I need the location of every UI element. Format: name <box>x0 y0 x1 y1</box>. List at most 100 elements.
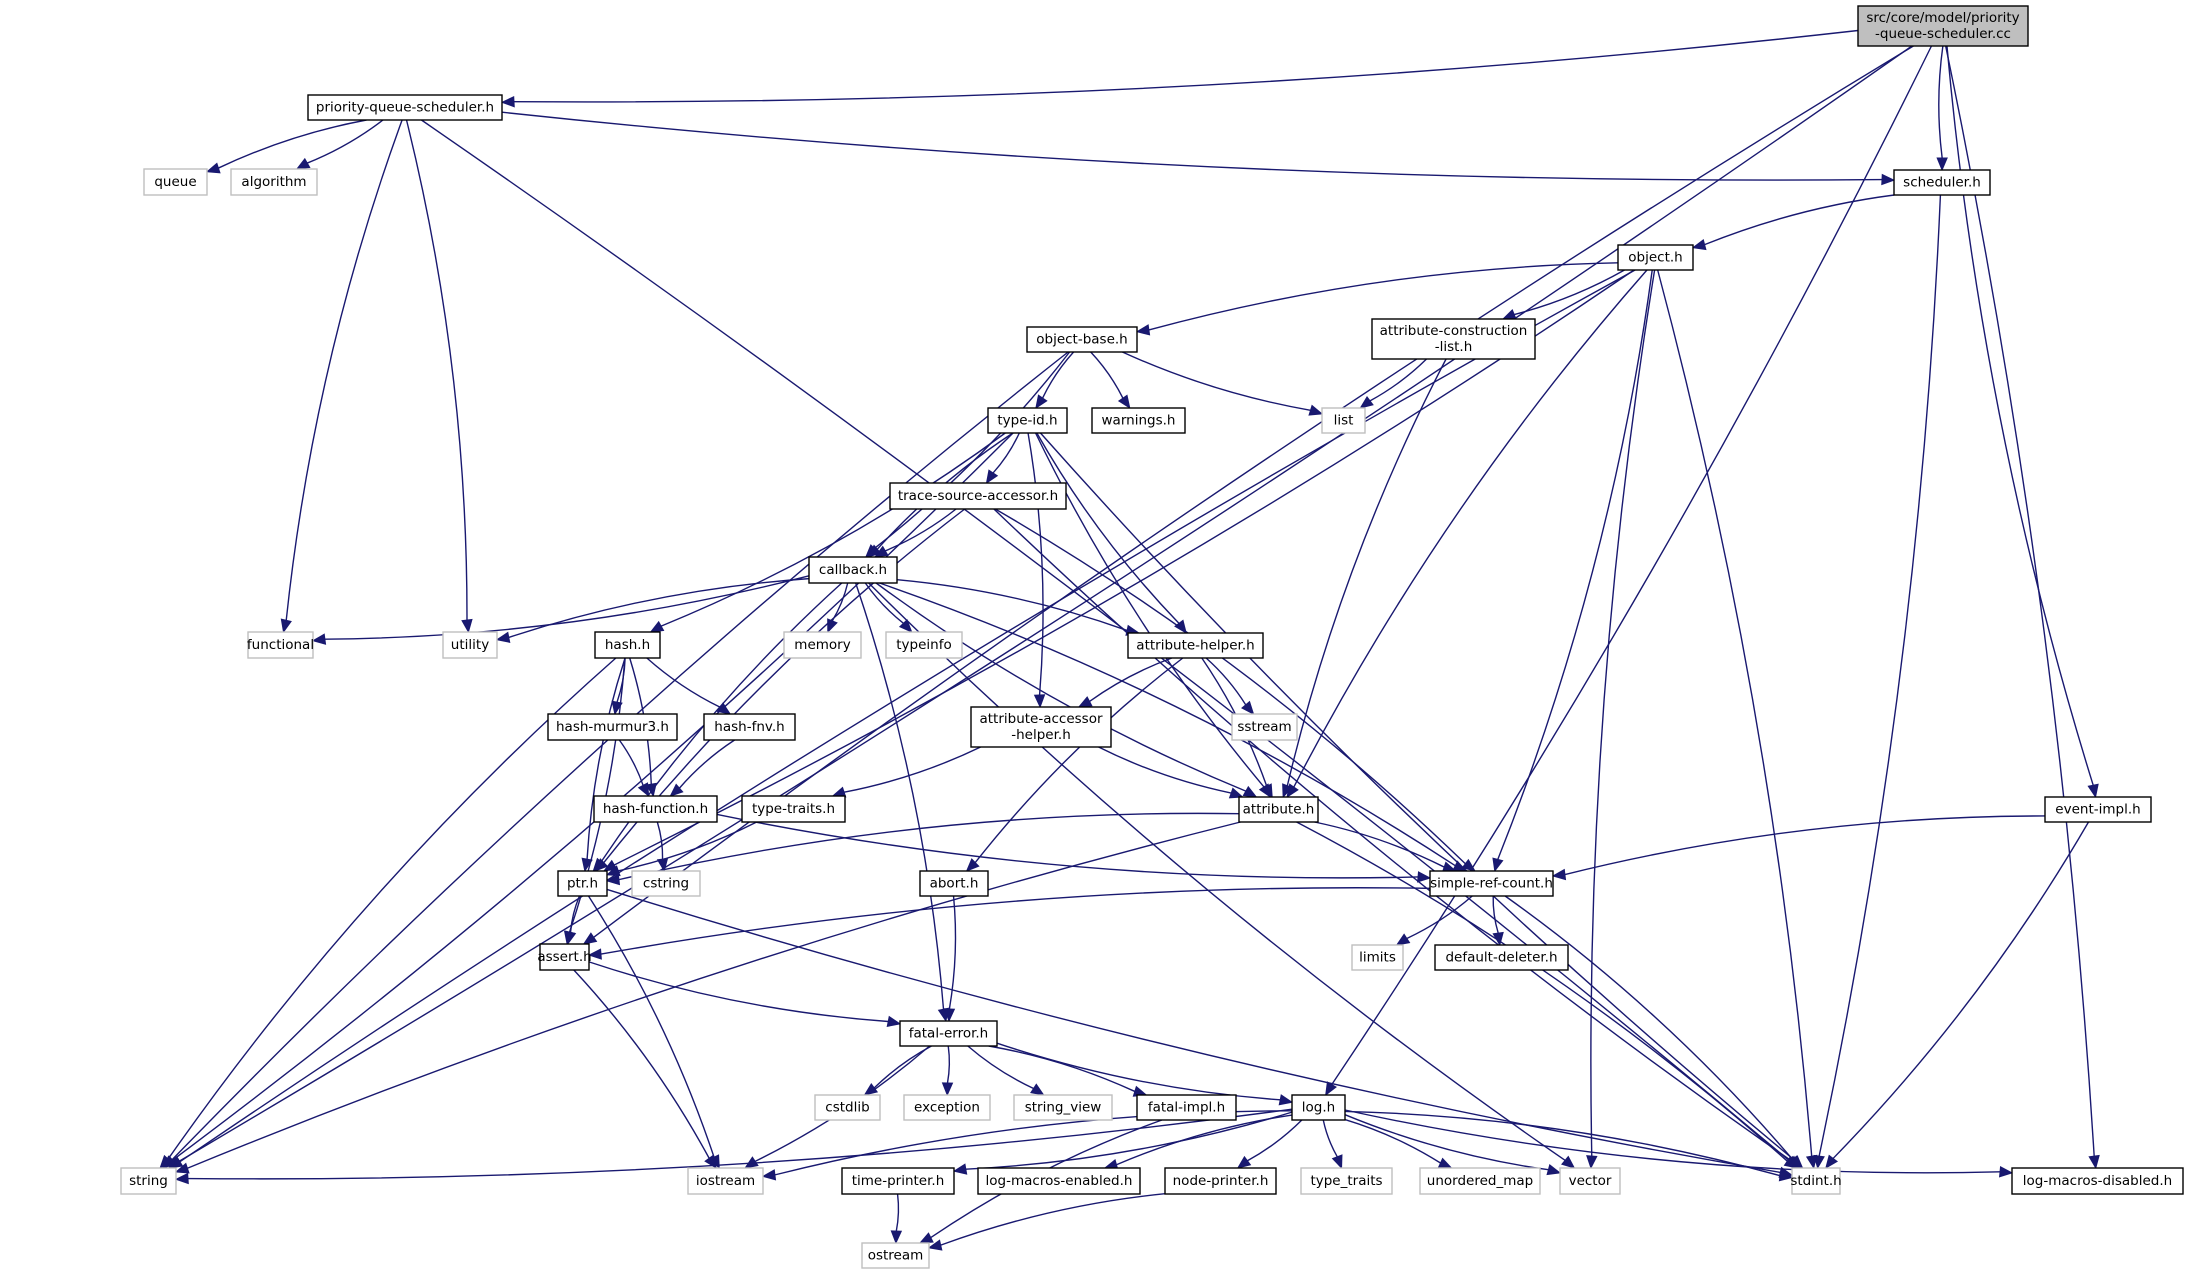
node-label: type_traits <box>1310 1173 1382 1189</box>
edge-log-h-to-log-macros-disabled-h <box>1344 1109 2001 1174</box>
node-label: default-deleter.h <box>1445 950 1557 966</box>
edge-log-h-to-string <box>187 1108 1293 1180</box>
graph-node-abort-h[interactable]: abort.h <box>919 870 989 897</box>
graph-node-string: string <box>120 1167 177 1195</box>
node-label: attribute-accessor <box>979 711 1103 727</box>
arrowhead-icon <box>873 545 889 558</box>
arrowhead-icon <box>1881 173 1896 186</box>
graph-node-event-impl-h[interactable]: event-impl.h <box>2044 796 2152 823</box>
node-label: -list.h <box>1435 339 1473 355</box>
graph-node-warnings-h[interactable]: warnings.h <box>1091 407 1186 434</box>
graph-node-root[interactable]: src/core/model/priority-queue-scheduler.… <box>1857 5 2029 47</box>
graph-node-attr-constr-h[interactable]: attribute-construction-list.h <box>1371 318 1536 360</box>
edge-log-h-to-unordered-map <box>1344 1118 1441 1164</box>
edge-fatal-error-h-to-fatal-impl-h <box>988 1045 1136 1093</box>
arrowhead-icon <box>1501 308 1517 320</box>
node-box <box>1434 944 1569 971</box>
graph-node-callback-h[interactable]: callback.h <box>808 556 898 584</box>
graph-node-typeinfo: typeinfo <box>885 631 963 659</box>
graph-node-type-traits-h[interactable]: type-traits.h <box>741 795 846 823</box>
edge-event-impl-h-to-simple-ref-count-h <box>1564 815 2046 876</box>
graph-node-log-macros-enabled-h[interactable]: log-macros-enabled.h <box>977 1167 1141 1195</box>
arrowhead-icon <box>605 865 621 877</box>
graph-node-exception: exception <box>903 1094 991 1121</box>
node-box <box>1164 1167 1277 1195</box>
edge-attr-helper-h-to-sstream <box>1205 657 1247 706</box>
node-label: -helper.h <box>1011 727 1071 743</box>
graph-node-pqs-h[interactable]: priority-queue-scheduler.h <box>307 94 503 121</box>
graph-node-tsa-h[interactable]: trace-source-accessor.h <box>889 482 1067 510</box>
graph-node-object-base-h[interactable]: object-base.h <box>1026 326 1138 353</box>
graph-node-assert-h[interactable]: assert.h <box>537 943 592 971</box>
edge-object-h-to-attr-constr-h <box>1514 269 1625 316</box>
edge-root-to-log-macros-disabled-h <box>1944 45 2095 1157</box>
edge-log-h-to-vector <box>1344 1114 1549 1171</box>
node-box <box>442 631 498 659</box>
edge-tsa-h-to-callback-h <box>885 508 957 552</box>
graph-node-object-h[interactable]: object.h <box>1617 244 1694 271</box>
arrowhead-icon <box>1135 324 1151 336</box>
graph-node-utility: utility <box>442 631 498 659</box>
graph-node-attr-acc-helper-h[interactable]: attribute-accessor-helper.h <box>970 706 1112 748</box>
node-box <box>687 1167 764 1195</box>
graph-node-attr-helper-h[interactable]: attribute-helper.h <box>1127 632 1264 659</box>
node-label: string_view <box>1025 1100 1102 1116</box>
graph-node-simple-ref-count-h[interactable]: simple-ref-count.h <box>1429 870 1554 897</box>
node-label: -queue-scheduler.cc <box>1875 26 2011 42</box>
graph-node-unordered-map: unordered_map <box>1419 1167 1541 1195</box>
edge-type-traits-h-to-ptr-h <box>618 821 757 872</box>
graph-node-scheduler-h[interactable]: scheduler.h <box>1893 169 1991 196</box>
graph-node-log-macros-disabled-h[interactable]: log-macros-disabled.h <box>2011 1167 2184 1195</box>
edge-object-h-to-attribute-h <box>1293 269 1648 788</box>
graph-node-fatal-error-h[interactable]: fatal-error.h <box>899 1020 998 1047</box>
arrowhead-icon <box>886 1015 902 1028</box>
node-label: limits <box>1359 950 1396 966</box>
arrowhead-icon <box>890 1230 903 1245</box>
graph-node-hash-murmur3-h[interactable]: hash-murmur3.h <box>547 713 678 741</box>
graph-node-ptr-h[interactable]: ptr.h <box>557 870 608 897</box>
node-box <box>783 631 862 659</box>
arrowhead-icon <box>174 1162 190 1174</box>
graph-node-hash-h[interactable]: hash.h <box>594 631 661 659</box>
arrowhead-icon <box>587 948 602 960</box>
arrowhead-icon <box>500 95 515 108</box>
node-box <box>903 1094 991 1121</box>
arrowhead-icon <box>965 858 980 872</box>
edge-object-base-h-to-callback-h <box>873 351 1071 550</box>
graph-node-attribute-h[interactable]: attribute.h <box>1238 796 1319 823</box>
node-box <box>539 943 590 971</box>
node-label: log-macros-disabled.h <box>2023 1173 2172 1189</box>
node-label: cstring <box>643 876 689 892</box>
graph-node-node-printer-h[interactable]: node-printer.h <box>1164 1167 1277 1195</box>
graph-node-default-deleter-h[interactable]: default-deleter.h <box>1434 944 1569 971</box>
graph-node-time-printer-h[interactable]: time-printer.h <box>841 1167 955 1195</box>
arrowhead-icon <box>1461 858 1476 872</box>
arrowhead-icon <box>1236 1155 1252 1169</box>
node-label: abort.h <box>930 876 979 892</box>
edge-callback-h-to-utility <box>508 577 810 639</box>
edge-tsa-h-to-simple-ref-count-h <box>994 508 1466 865</box>
graph-node-hash-fnv-h[interactable]: hash-fnv.h <box>703 713 796 741</box>
edge-pqs-h-to-scheduler-h <box>501 111 1883 181</box>
edge-ptr-h-to-stdint-h <box>606 888 1781 1174</box>
node-box <box>1231 713 1298 741</box>
edge-object-base-h-to-type-id-h <box>1041 351 1075 399</box>
node-label: object-base.h <box>1036 332 1128 348</box>
arrowhead-icon <box>1242 785 1258 798</box>
node-box <box>1893 169 1991 196</box>
graph-node-type-id-h[interactable]: type-id.h <box>987 407 1068 434</box>
graph-node-log-h[interactable]: log.h <box>1291 1094 1346 1121</box>
node-label: trace-source-accessor.h <box>898 488 1058 504</box>
node-box <box>120 1167 177 1195</box>
edge-root-to-assert-h <box>593 45 1914 938</box>
arrowhead-icon <box>1228 787 1244 799</box>
edge-simple-ref-count-h-to-default-deleter-h <box>1492 895 1499 934</box>
edge-attribute-h-to-simple-ref-count-h <box>1314 821 1445 868</box>
graph-node-hash-function-h[interactable]: hash-function.h <box>593 795 718 823</box>
edge-attribute-h-to-string <box>187 821 1241 1169</box>
arrowhead-icon <box>863 1082 879 1096</box>
arrowhead-icon <box>1282 783 1293 799</box>
node-box <box>1300 1167 1393 1195</box>
graph-node-fatal-impl-h[interactable]: fatal-impl.h <box>1136 1094 1237 1121</box>
arrowhead-icon <box>1586 1155 1598 1170</box>
